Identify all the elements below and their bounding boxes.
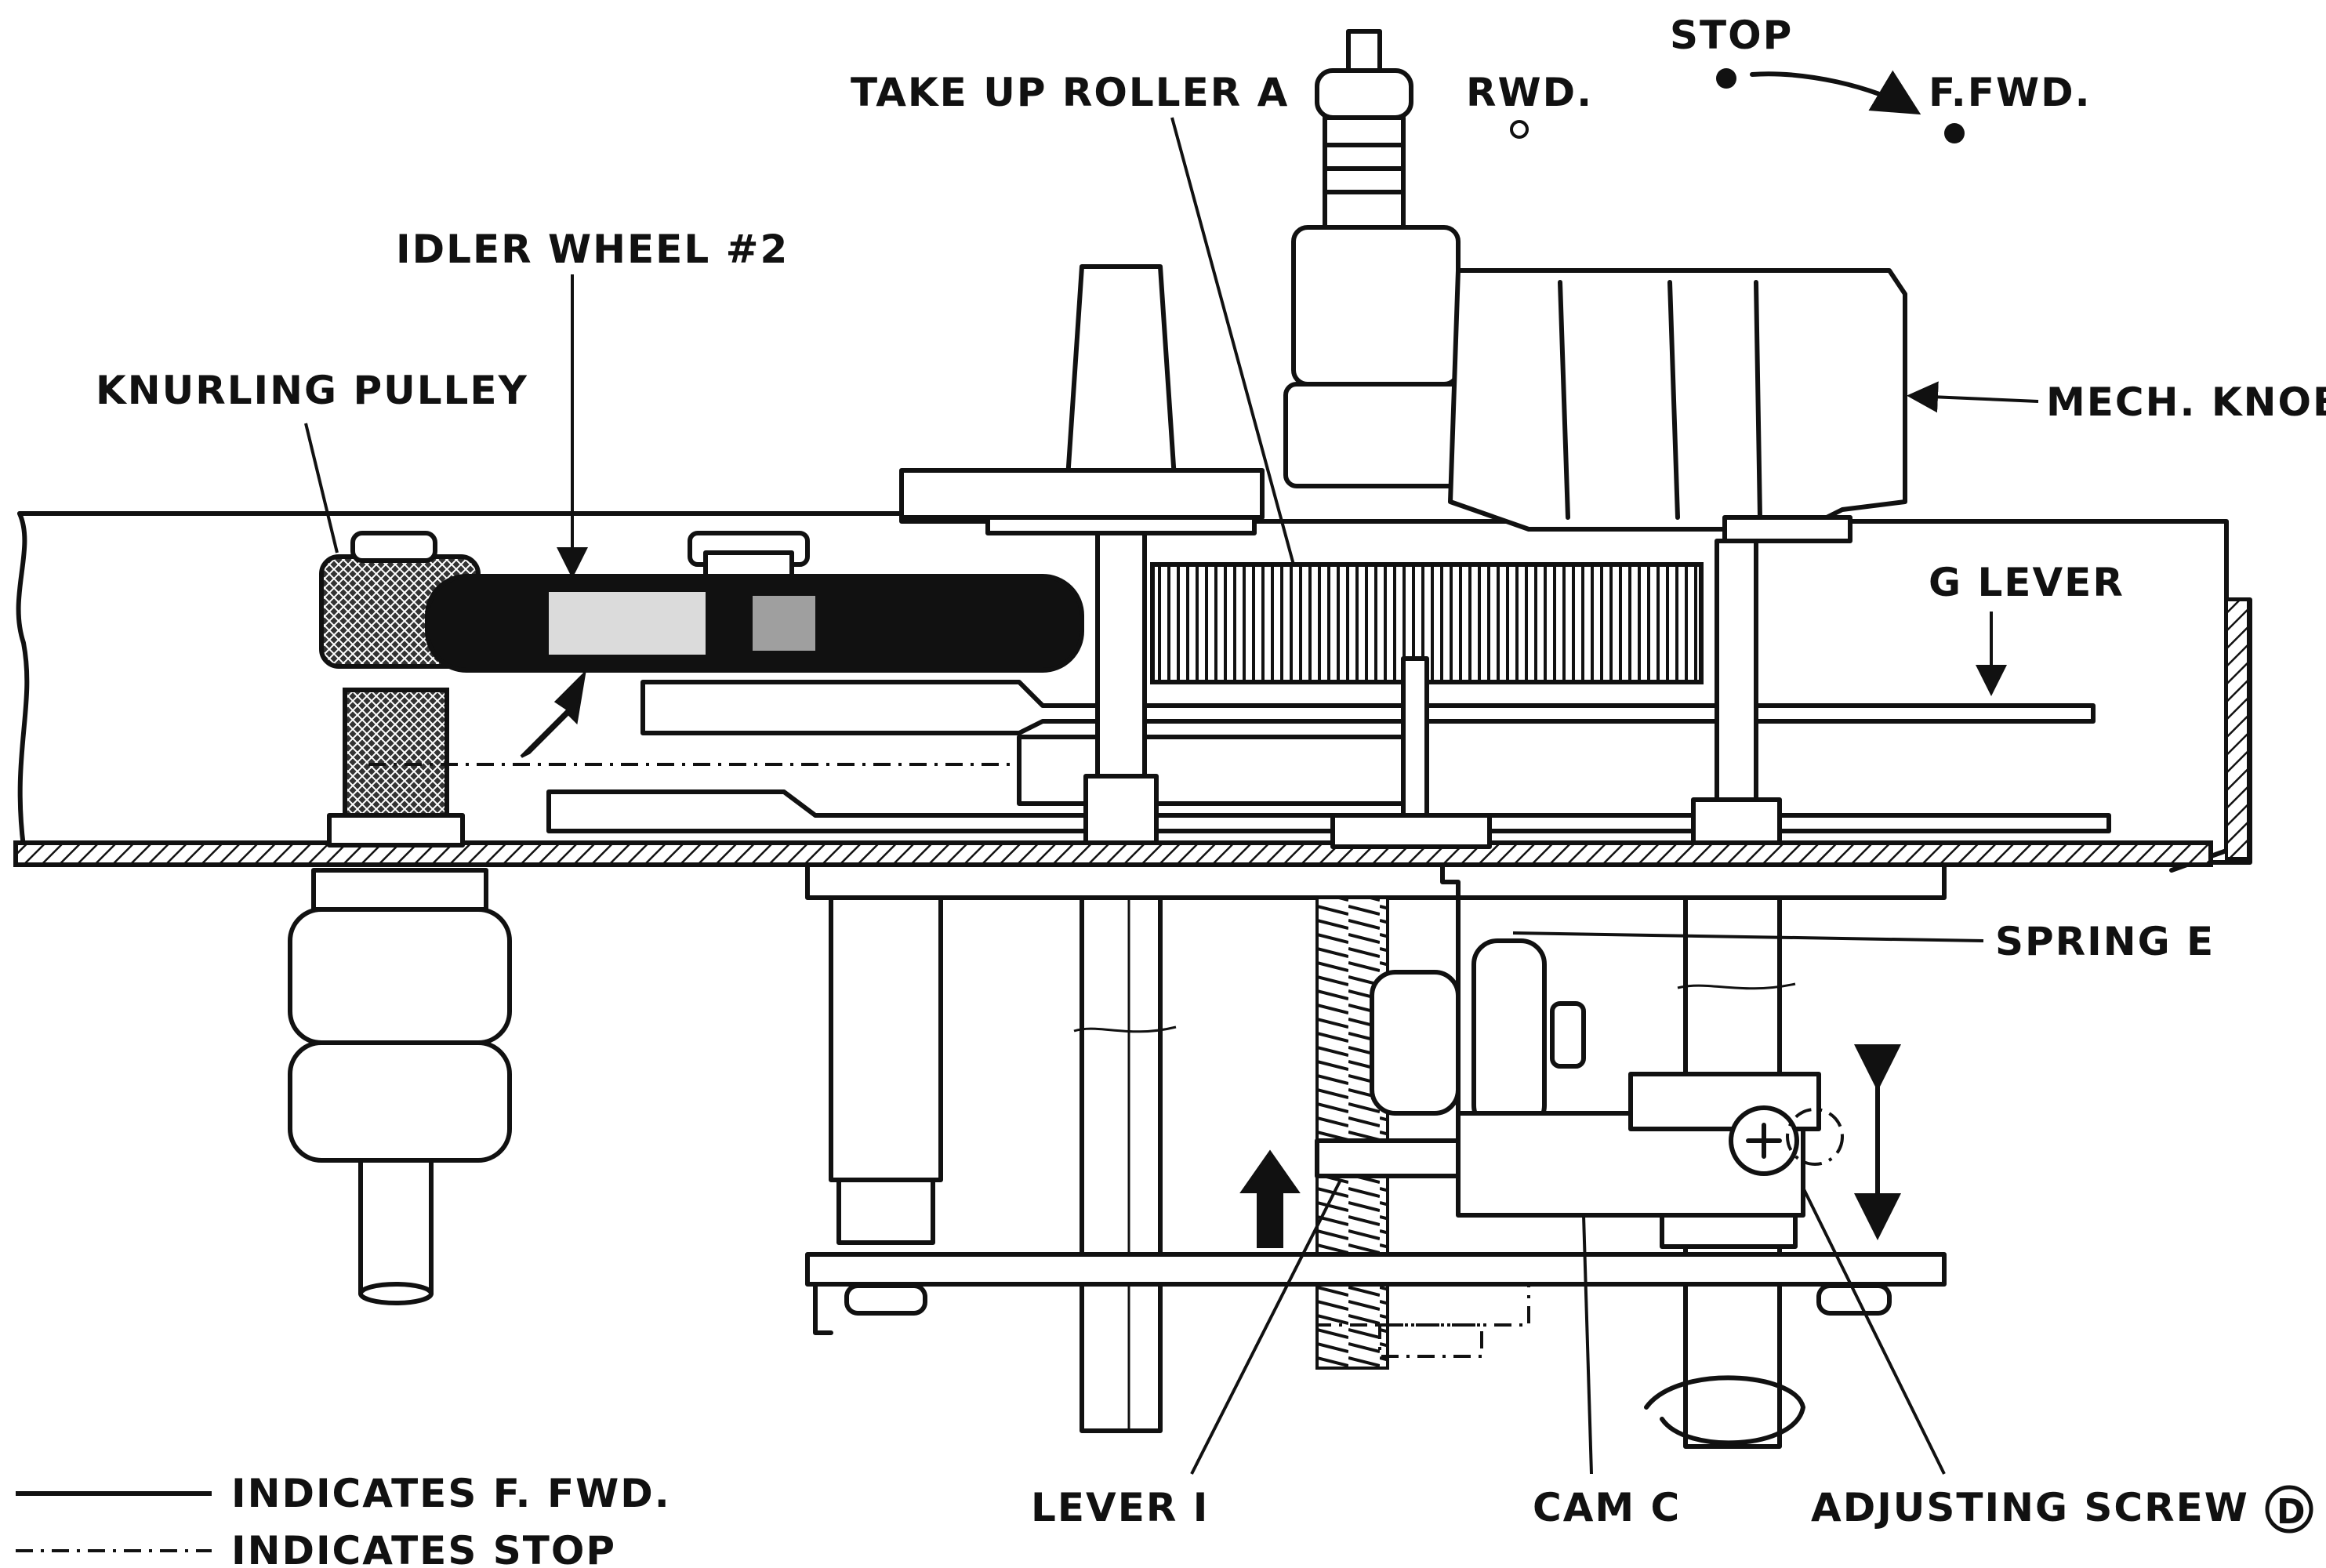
stop-to-ffwd-arrow	[1750, 70, 1921, 115]
legend: INDICATES F. FWD. INDICATES STOP	[16, 1471, 671, 1568]
left-post	[899, 264, 1265, 845]
label-ffwd: F.FWD.	[1929, 70, 2092, 115]
ffwd-dot	[1944, 123, 1965, 143]
rotation-arrow	[1644, 1375, 1805, 1446]
mech-knob	[1448, 268, 1907, 543]
label-cam-c: CAM C	[1533, 1485, 1681, 1530]
label-mech-knob: MECH. KNOB	[2046, 379, 2326, 425]
idler-motion-arrow	[520, 670, 586, 758]
legend-solid-text: INDICATES F. FWD.	[231, 1471, 671, 1516]
label-adjusting-screw: ADJUSTING SCREW	[1811, 1485, 2249, 1530]
figure-marker: D	[2277, 1492, 2306, 1532]
idler-wheel-2	[425, 574, 1084, 673]
label-knurling-pulley: KNURLING PULLEY	[96, 368, 528, 413]
idler-nut	[688, 531, 810, 579]
leader-lines	[304, 117, 2039, 1475]
label-idler-wheel: IDLER WHEEL #2	[396, 227, 789, 272]
lower-assembly	[805, 862, 1947, 1449]
label-spring-e: SPRING E	[1995, 919, 2215, 964]
center-pin	[1330, 656, 1492, 849]
legend-dashed-text: INDICATES STOP	[231, 1528, 616, 1568]
top-spindle	[1283, 29, 1468, 488]
motion-arrows	[520, 70, 1921, 1446]
right-post	[1691, 539, 1782, 845]
label-g-lever: G LEVER	[1929, 560, 2125, 605]
label-rwd: RWD.	[1466, 70, 1593, 115]
internal-levers	[368, 680, 2111, 833]
stop-dot	[1716, 68, 1736, 89]
rwd-dot	[1510, 120, 1529, 139]
figure-marker-circle	[2265, 1485, 2313, 1534]
label-lever-i: LEVER I	[1031, 1485, 1209, 1530]
lever-motion-arrow	[1239, 1149, 1301, 1248]
label-stop: STOP	[1670, 13, 1793, 58]
label-take-up-roller: TAKE UP ROLLER A	[851, 70, 1289, 115]
